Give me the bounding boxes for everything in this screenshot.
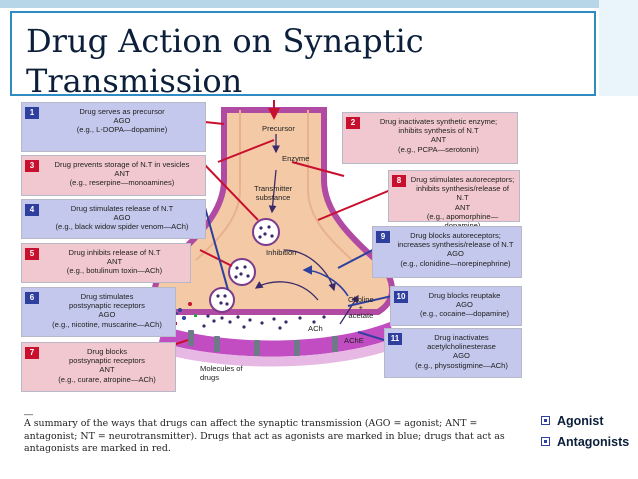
vesicles <box>209 218 280 313</box>
box-number-2: 2 <box>346 117 360 129</box>
receptors <box>188 330 338 356</box>
transmitter-molecules <box>202 314 326 330</box>
mechanism-box-6: 6 Drug stimulates postsynaptic receptors… <box>21 287 176 337</box>
label-inhibition: Inhibition <box>266 248 297 257</box>
box-number-10: 10 <box>394 291 408 303</box>
legend-antagonist-label: Antagonists <box>557 435 630 449</box>
figure-caption: A summary of the ways that drugs can aff… <box>24 418 505 454</box>
mechanism-box-10: 10 Drug blocks reuptake AGO (e.g., cocai… <box>390 286 522 326</box>
box-text-8: Drug stimulates autoreceptors; inhibits … <box>410 175 515 230</box>
box-number-11: 11 <box>388 333 402 345</box>
mechanism-box-11: 11 Drug inactivates acetylcholinesterase… <box>384 328 522 378</box>
mechanism-box-3: 3 Drug prevents storage of N.T in vesicl… <box>21 155 206 196</box>
label-ache: AChE <box>344 336 364 345</box>
mechanism-box-5: 5 Drug inhibits release of N.T ANT (e.g.… <box>21 243 191 283</box>
legend-antagonist: Antagonists <box>541 432 635 453</box>
box-text-4: Drug stimulates release of N.T AGO (e.g.… <box>55 204 189 232</box>
box-number-3: 3 <box>25 160 39 172</box>
checkbox-bullet-icon <box>541 437 550 446</box>
box-number-1: 1 <box>25 107 39 119</box>
mechanism-box-1: 1 Drug serves as precursor AGO (e.g., L-… <box>21 102 206 152</box>
box-number-5: 5 <box>25 248 39 260</box>
legend-agonist-label: Agonist <box>557 414 604 428</box>
slide-title: Drug Action on Synaptic Transmission <box>26 22 424 100</box>
box-number-7: 7 <box>25 347 39 359</box>
box-text-3: Drug prevents storage of N.T in vesicles… <box>54 160 190 188</box>
mechanism-box-2: 2 Drug inactivates synthetic enzyme; inh… <box>342 112 518 164</box>
top-accent-bar <box>0 0 638 8</box>
legend: Agonist Antagonists <box>541 411 637 453</box>
box-number-8: 8 <box>392 175 406 187</box>
mechanism-box-8: 8 Drug stimulates autoreceptors; inhibit… <box>388 170 520 230</box>
box-text-7: Drug blocks postsynaptic receptors ANT (… <box>58 347 156 384</box>
label-ach: ACh <box>308 324 323 333</box>
box-text-5: Drug inhibits release of N.T ANT (e.g., … <box>66 248 163 276</box>
box-text-10: Drug blocks reuptake AGO (e.g., cocaine—… <box>419 291 510 319</box>
legend-agonist: Agonist <box>541 411 637 432</box>
title-frame: Drug Action on Synaptic Transmission <box>10 11 596 100</box>
label-enzyme: Enzyme <box>282 154 310 163</box>
label-molecules-of-drugs: Molecules of drugs <box>200 364 243 382</box>
synapse-illustration <box>127 100 411 367</box>
box-text-6: Drug stimulates postsynaptic receptors A… <box>52 292 162 329</box>
caption-dash: — <box>24 409 33 419</box>
box-text-11: Drug inactivates acetylcholinesterase AG… <box>415 333 508 370</box>
label-precursor: Precursor <box>262 124 295 133</box>
label-transmitter-substance: Transmitter substance <box>254 184 293 202</box>
box-text-9: Drug blocks autoreceptors; increases syn… <box>397 231 514 268</box>
mechanism-box-7: 7 Drug blocks postsynaptic receptors ANT… <box>21 342 176 392</box>
box-number-6: 6 <box>25 292 39 304</box>
checkbox-bullet-icon <box>541 416 550 425</box>
box-text-2: Drug inactivates synthetic enzyme; inhib… <box>379 117 498 154</box>
mechanism-box-4: 4 Drug stimulates release of N.T AGO (e.… <box>21 199 206 239</box>
corner-accent <box>599 0 638 96</box>
box-number-4: 4 <box>25 204 39 216</box>
box-number-9: 9 <box>376 231 390 243</box>
label-choline-acetate: Choline + acetate <box>348 295 374 320</box>
synapse-figure: 1 Drug serves as precursor AGO (e.g., L-… <box>18 100 528 475</box>
box-text-1: Drug serves as precursor AGO (e.g., L-DO… <box>76 107 168 135</box>
mechanism-box-9: 9 Drug blocks autoreceptors; increases s… <box>372 226 522 278</box>
